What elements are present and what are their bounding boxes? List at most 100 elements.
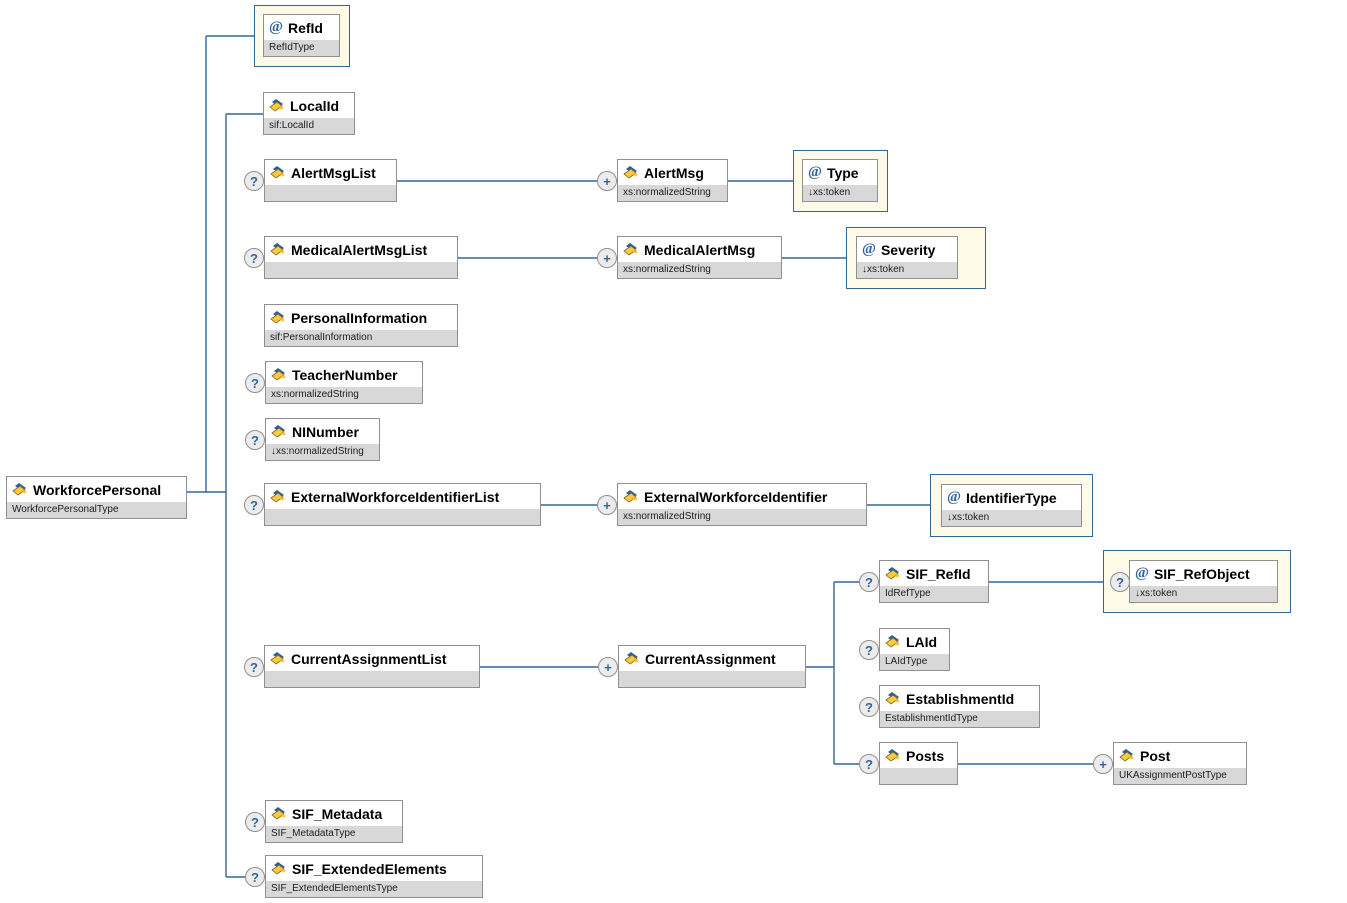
node-type-annotation: RefIdType bbox=[264, 40, 339, 56]
node-title: ExternalWorkforceIdentifier bbox=[618, 484, 866, 509]
optional-indicator: ? bbox=[859, 697, 879, 717]
node-label: IdentifierType bbox=[965, 489, 1057, 506]
optional-indicator: ? bbox=[859, 640, 879, 660]
node-medical-alert-msg[interactable]: MedicalAlertMsg xs:normalizedString bbox=[617, 236, 782, 279]
node-title: WorkforcePersonal bbox=[7, 477, 186, 502]
attribute-at-icon: @ bbox=[269, 19, 283, 35]
node-title: SIF_RefId bbox=[880, 561, 988, 586]
node-label: SIF_Metadata bbox=[292, 805, 383, 822]
node-teacher-number[interactable]: TeacherNumber xs:normalizedString bbox=[265, 361, 423, 404]
optional-indicator: ? bbox=[245, 430, 265, 450]
node-title: LocalId bbox=[264, 93, 354, 118]
optional-indicator: ? bbox=[1110, 572, 1130, 592]
node-title: MedicalAlertMsg bbox=[618, 237, 781, 262]
element-icon bbox=[271, 807, 287, 820]
node-identifier-type[interactable]: @IdentifierType↓xs:token bbox=[941, 484, 1082, 527]
node-type-annotation: xs:normalizedString bbox=[266, 387, 422, 403]
node-label: EstablishmentId bbox=[906, 690, 1015, 707]
optional-indicator: ? bbox=[244, 171, 264, 191]
element-icon bbox=[1119, 749, 1135, 762]
node-title: Posts bbox=[880, 743, 957, 768]
node-title: @SIF_RefObject bbox=[1130, 561, 1277, 586]
node-title: SIF_Metadata bbox=[266, 801, 402, 826]
node-label: ExternalWorkforceIdentifier bbox=[644, 488, 828, 505]
node-type[interactable]: @Type↓xs:token bbox=[802, 159, 878, 202]
element-icon bbox=[623, 490, 639, 503]
node-label: ExternalWorkforceIdentifierList bbox=[291, 488, 500, 505]
node-ni-number[interactable]: NINumber↓xs:normalizedString bbox=[265, 418, 380, 461]
attribute-at-icon: @ bbox=[862, 241, 876, 257]
attribute-at-icon: @ bbox=[808, 164, 822, 180]
node-title: CurrentAssignmentList bbox=[265, 646, 479, 671]
node-severity[interactable]: @Severity↓xs:token bbox=[856, 236, 958, 279]
node-medical-alert-msg-list[interactable]: MedicalAlertMsgList bbox=[264, 236, 458, 279]
element-icon bbox=[12, 483, 28, 496]
optional-indicator: ? bbox=[244, 248, 264, 268]
element-icon bbox=[270, 166, 286, 179]
node-type-annotation bbox=[265, 671, 479, 687]
node-sif-ref-object[interactable]: @SIF_RefObject↓xs:token bbox=[1129, 560, 1278, 603]
element-icon bbox=[885, 567, 901, 580]
node-label: TeacherNumber bbox=[292, 366, 398, 383]
node-title: CurrentAssignment bbox=[619, 646, 805, 671]
node-title: AlertMsg bbox=[618, 160, 727, 185]
node-title: @Severity bbox=[857, 237, 957, 262]
node-title: ExternalWorkforceIdentifierList bbox=[265, 484, 540, 509]
node-type-annotation: ↓xs:token bbox=[857, 262, 957, 278]
node-posts[interactable]: Posts bbox=[879, 742, 958, 785]
node-label: Post bbox=[1140, 747, 1171, 764]
repeat-indicator: + bbox=[1093, 754, 1113, 774]
node-label: MedicalAlertMsg bbox=[644, 241, 756, 258]
node-label: LocalId bbox=[290, 97, 340, 114]
node-label: SIF_RefId bbox=[906, 565, 971, 582]
node-title: MedicalAlertMsgList bbox=[265, 237, 457, 262]
node-external-workforce-identifier-list[interactable]: ExternalWorkforceIdentifierList bbox=[264, 483, 541, 526]
node-title: SIF_ExtendedElements bbox=[266, 856, 482, 881]
node-label: AlertMsg bbox=[644, 164, 704, 181]
node-type-annotation: ↓xs:token bbox=[942, 510, 1081, 526]
element-icon bbox=[885, 635, 901, 648]
node-alert-msg-list[interactable]: AlertMsgList bbox=[264, 159, 397, 202]
node-type-annotation: ↓xs:token bbox=[1130, 586, 1277, 602]
node-label: WorkforcePersonal bbox=[33, 481, 162, 498]
element-icon bbox=[270, 652, 286, 665]
element-icon bbox=[269, 99, 285, 112]
node-type-annotation: ↓xs:normalizedString bbox=[266, 444, 379, 460]
element-icon bbox=[271, 425, 287, 438]
node-title: @RefId bbox=[264, 15, 339, 40]
node-title: AlertMsgList bbox=[265, 160, 396, 185]
optional-indicator: ? bbox=[859, 754, 879, 774]
node-title: NINumber bbox=[266, 419, 379, 444]
node-type-annotation bbox=[619, 671, 805, 687]
repeat-indicator: + bbox=[598, 657, 618, 677]
element-icon bbox=[885, 749, 901, 762]
optional-indicator: ? bbox=[245, 867, 265, 887]
node-type-annotation: LAIdType bbox=[880, 654, 949, 670]
node-label: Type bbox=[826, 164, 859, 181]
node-type-annotation: UKAssignmentPostType bbox=[1114, 768, 1246, 784]
node-label: LAId bbox=[906, 633, 938, 650]
node-label: Severity bbox=[880, 241, 936, 258]
node-type-annotation bbox=[265, 262, 457, 278]
node-type-annotation bbox=[265, 185, 396, 201]
node-label: RefId bbox=[287, 19, 323, 36]
optional-indicator: ? bbox=[244, 657, 264, 677]
optional-indicator: ? bbox=[859, 572, 879, 592]
node-type-annotation: xs:normalizedString bbox=[618, 262, 781, 278]
node-current-assignment-list[interactable]: CurrentAssignmentList bbox=[264, 645, 480, 688]
node-current-assignment[interactable]: CurrentAssignment bbox=[618, 645, 806, 688]
